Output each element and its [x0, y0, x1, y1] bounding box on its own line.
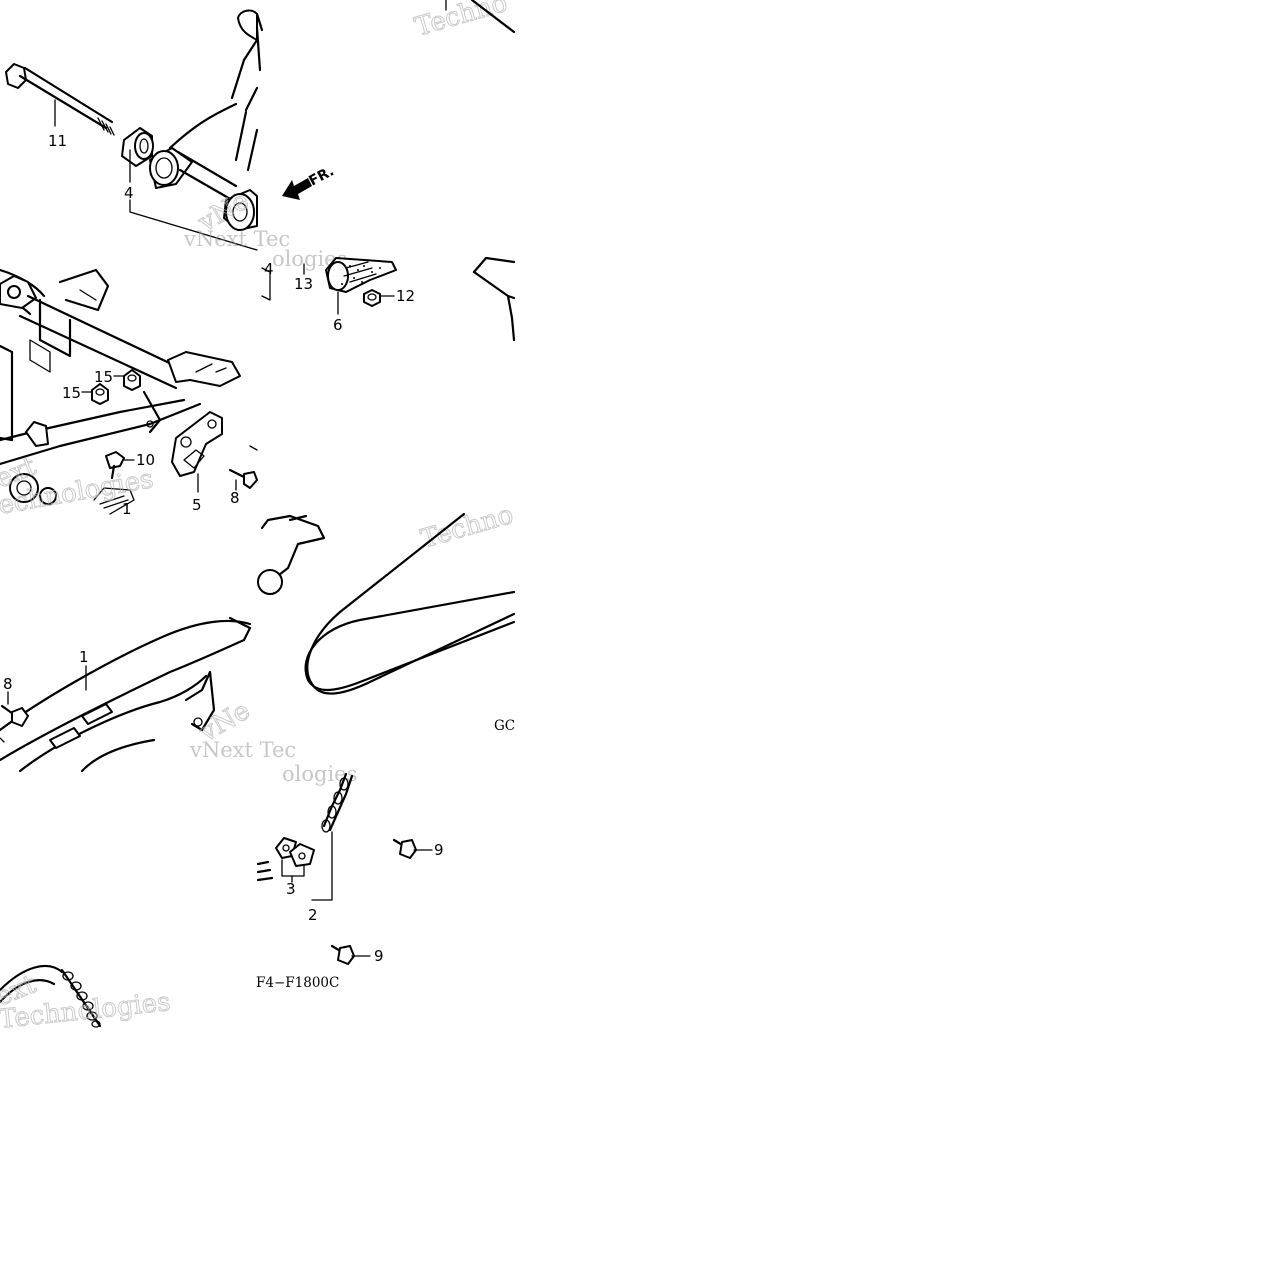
- callout-11: 11: [48, 132, 67, 150]
- tile-swingarm-pivot: 11 4 vNext Tec vNe: [5, 9, 290, 251]
- pivot-bolt: [5, 63, 115, 136]
- bolt-9: [392, 838, 433, 859]
- tile-chain-joint: ologies 3: [256, 762, 444, 991]
- front-label: FR.: [306, 163, 336, 189]
- nut-12: [363, 289, 395, 307]
- diagram-code: F4−F1800C: [256, 975, 339, 991]
- callout-8: 8: [230, 489, 240, 507]
- swingarm-pivot-tubes: [149, 9, 259, 231]
- watermark-text: ologies: [282, 762, 357, 786]
- watermark-text: vNext Tec: [183, 227, 290, 251]
- tile-drive-chain-loop: Techno GC: [257, 499, 517, 734]
- diagram-code-partial: GC: [494, 718, 515, 734]
- callout-6: 6: [333, 316, 343, 334]
- chain-guide-5: [171, 411, 223, 493]
- callout-15: 15: [62, 384, 81, 402]
- callout-10: 10: [136, 451, 155, 469]
- callout-2: 2: [308, 906, 318, 924]
- chain-case-1: [0, 616, 252, 773]
- tile-chain-case: 1 8 vNe vNext Tec: [0, 616, 296, 773]
- tile-swingarm-body: 15 15 10 5 8 1 ext echnologies: [0, 268, 258, 521]
- callout-1: 1: [79, 648, 89, 666]
- bolt-9: [330, 944, 371, 965]
- callout-4: 4: [124, 184, 134, 202]
- callout-4: 4: [264, 260, 274, 278]
- drive-chain: [304, 512, 516, 695]
- callout-1: 1: [122, 500, 132, 518]
- callout-9: 9: [374, 947, 384, 965]
- drive-chain-strand: [311, 772, 354, 901]
- callout-5: 5: [192, 496, 202, 514]
- bolt-10: [105, 451, 135, 480]
- bolt-8: [228, 468, 258, 491]
- nut-15: [113, 369, 141, 391]
- watermark-text: Techno: [412, 0, 511, 43]
- callout-9: 9: [434, 841, 444, 859]
- watermark-text: vNext Tec: [189, 738, 296, 762]
- watermark-text: Techno: [418, 500, 517, 555]
- callout-15: 15: [94, 368, 113, 386]
- tile-chain-slider: 4 ologies 13 12 6: [261, 247, 516, 342]
- bolt-8: [0, 691, 29, 743]
- pivot-collar: [121, 127, 154, 167]
- front-direction-arrow: FR.: [282, 163, 337, 200]
- chain-slider-6: [325, 257, 397, 315]
- callout-13: 13: [294, 275, 313, 293]
- tile-direction-arrow: Techno FR.: [255, 0, 516, 200]
- callout-8: 8: [3, 675, 13, 693]
- chain-joint-3: [256, 837, 315, 883]
- nut-15: [81, 383, 109, 405]
- callout-3: 3: [286, 880, 296, 898]
- callout-12: 12: [396, 287, 415, 305]
- tile-sprocket-chain: ext Technologies: [0, 964, 172, 1035]
